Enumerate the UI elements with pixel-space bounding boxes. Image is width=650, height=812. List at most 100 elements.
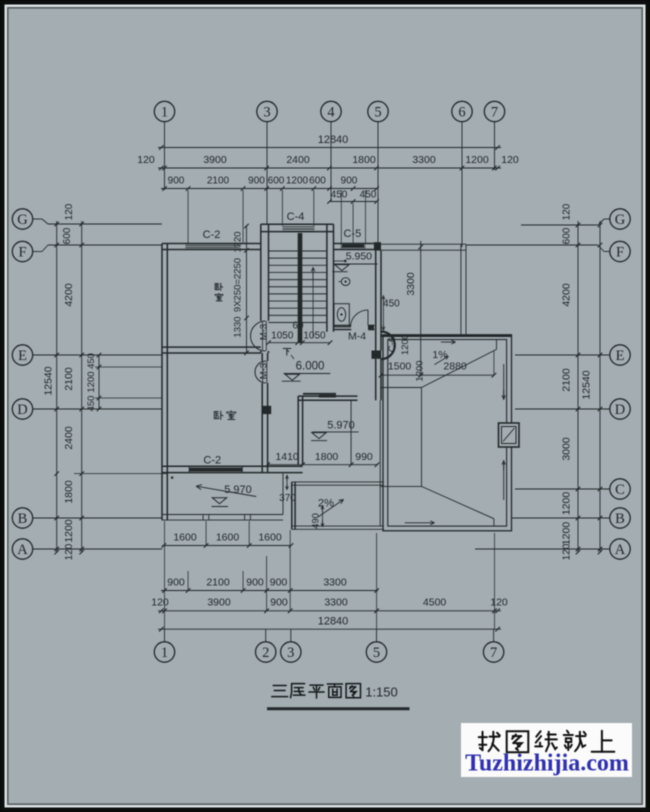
svg-text:1410: 1410 [275,451,299,463]
svg-text:1050: 1050 [271,331,294,342]
svg-text:1200: 1200 [400,334,411,355]
svg-text:3300: 3300 [324,597,348,609]
svg-text:1200: 1200 [465,154,489,166]
svg-text:1200: 1200 [86,371,97,392]
svg-text:D: D [615,402,625,418]
svg-text:900: 900 [248,176,265,187]
svg-text:7: 7 [491,105,498,121]
svg-text:3900: 3900 [207,597,231,609]
svg-text:1500: 1500 [388,361,412,373]
svg-text:990: 990 [355,451,373,463]
svg-text:900: 900 [341,176,358,187]
svg-text:1: 1 [161,105,168,121]
svg-text:B: B [615,511,625,527]
svg-text:6: 6 [458,105,465,121]
svg-text:1800: 1800 [315,451,339,463]
svg-text:3000: 3000 [560,437,572,461]
svg-text:5.950: 5.950 [346,251,372,263]
svg-text:900: 900 [168,176,185,187]
svg-text:4: 4 [327,105,335,121]
svg-text:7: 7 [490,645,497,661]
svg-text:1220: 1220 [233,231,244,252]
svg-text:G: G [615,212,626,228]
svg-text:120: 120 [64,203,75,220]
svg-text:490: 490 [311,513,322,529]
svg-text:1200: 1200 [560,522,572,546]
svg-text:12540: 12540 [581,370,593,399]
svg-text:3900: 3900 [203,154,227,166]
svg-text:1200: 1200 [286,176,309,187]
svg-text:60: 60 [292,321,304,332]
svg-text:600: 600 [309,176,326,187]
svg-text:900: 900 [167,577,185,589]
svg-text:2400: 2400 [63,426,75,450]
svg-text:120: 120 [151,597,169,609]
svg-text:2100: 2100 [206,577,230,589]
svg-text:2100: 2100 [63,367,75,391]
svg-text:2880: 2880 [443,361,467,373]
svg-text:C-6: C-6 [387,337,398,352]
svg-text:450: 450 [360,190,377,201]
svg-text:5: 5 [374,105,381,121]
svg-text:12840: 12840 [318,616,349,628]
svg-text:120: 120 [501,154,519,166]
svg-text:M-3: M-3 [259,363,270,379]
svg-text:1: 1 [161,645,168,661]
svg-text:1200: 1200 [560,492,572,516]
svg-text:1:150: 1:150 [365,685,398,700]
svg-text:4200: 4200 [63,283,75,307]
svg-text:1600: 1600 [173,532,197,544]
svg-text:12840: 12840 [318,134,349,146]
svg-text:1%: 1% [432,349,447,361]
svg-text:3: 3 [263,105,270,121]
svg-text:120: 120 [561,203,572,220]
svg-text:M-3: M-3 [259,324,270,340]
svg-text:C-2: C-2 [203,229,221,241]
svg-text:120: 120 [64,543,75,560]
svg-text:2100: 2100 [207,176,230,187]
svg-text:2: 2 [262,645,269,661]
svg-text:C: C [615,482,625,498]
svg-text:C-2: C-2 [203,455,221,467]
svg-text:450: 450 [331,190,348,201]
svg-text:E: E [616,348,625,364]
svg-text:450: 450 [86,353,97,369]
svg-text:1800: 1800 [63,480,75,504]
svg-text:3: 3 [287,645,294,661]
svg-text:F: F [18,245,26,261]
svg-text:5.970: 5.970 [224,484,252,496]
svg-text:1050: 1050 [303,331,326,342]
svg-text:4500: 4500 [423,597,447,609]
svg-text:1200: 1200 [415,360,426,381]
svg-text:3300: 3300 [323,577,347,589]
svg-text:5.970: 5.970 [327,419,355,431]
svg-text:1800: 1800 [352,154,376,166]
svg-text:Tuzhizhijia.com: Tuzhizhijia.com [465,751,629,777]
svg-text:5: 5 [373,645,380,661]
svg-text:E: E [18,348,27,364]
svg-text:2400: 2400 [286,154,310,166]
svg-text:4200: 4200 [560,283,572,307]
svg-text:600: 600 [561,227,572,244]
svg-text:600: 600 [62,227,73,244]
svg-text:F: F [616,245,624,261]
svg-text:1200: 1200 [63,519,75,543]
svg-text:A: A [17,542,28,558]
svg-text:C-5: C-5 [344,228,362,240]
svg-text:D: D [17,402,27,418]
svg-text:C-4: C-4 [287,211,305,223]
svg-text:120: 120 [561,543,572,560]
svg-text:1600: 1600 [258,532,282,544]
svg-text:A: A [615,542,626,558]
svg-text:900: 900 [246,577,264,589]
svg-text:900: 900 [270,597,288,609]
svg-text:900: 900 [270,577,288,589]
svg-text:M-4: M-4 [348,331,366,343]
svg-text:G: G [17,212,28,228]
svg-text:6.000: 6.000 [296,360,325,372]
svg-text:1330: 1330 [233,316,244,337]
svg-text:450: 450 [383,299,400,310]
svg-text:120: 120 [137,154,155,166]
svg-text:120: 120 [490,597,508,609]
svg-text:600: 600 [268,176,285,187]
